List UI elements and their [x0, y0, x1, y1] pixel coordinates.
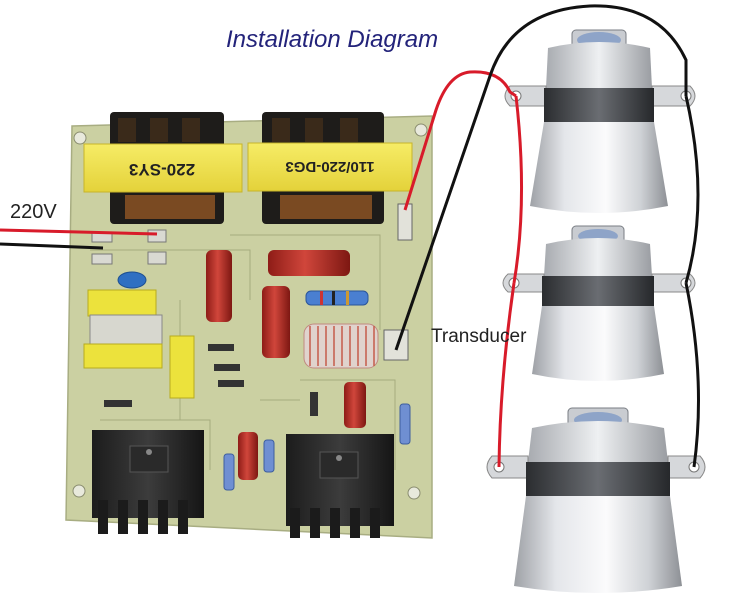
transformer-right-label: 110/220-DG3 — [285, 158, 374, 175]
red-capacitors — [206, 250, 366, 480]
transducer-bottom — [486, 407, 706, 593]
heatsink-left — [92, 430, 204, 534]
small-resistors — [223, 403, 411, 491]
diagram-title: Installation Diagram — [226, 26, 439, 53]
transducer-wire-positive — [403, 70, 524, 468]
toroid-coil — [303, 323, 379, 369]
power-input-label: 220V — [10, 201, 57, 223]
blue-resistor — [305, 290, 369, 306]
diodes — [104, 344, 318, 416]
heatsink-right — [286, 434, 394, 538]
transducer-middle — [502, 225, 696, 381]
transformer-right: 110/220-DG3 — [247, 112, 413, 224]
blue-capacitor — [117, 271, 147, 289]
yellow-filter-capacitors — [83, 289, 195, 399]
transformer-left-label: 220-SY3 — [129, 160, 195, 179]
output-terminal — [383, 203, 413, 361]
transducer-top — [504, 29, 696, 213]
power-input-wires — [0, 228, 158, 250]
transducer-label: Transducer — [431, 326, 527, 347]
transformer-left: 220-SY3 — [83, 112, 243, 224]
transducer-wire-negative — [394, 4, 700, 468]
